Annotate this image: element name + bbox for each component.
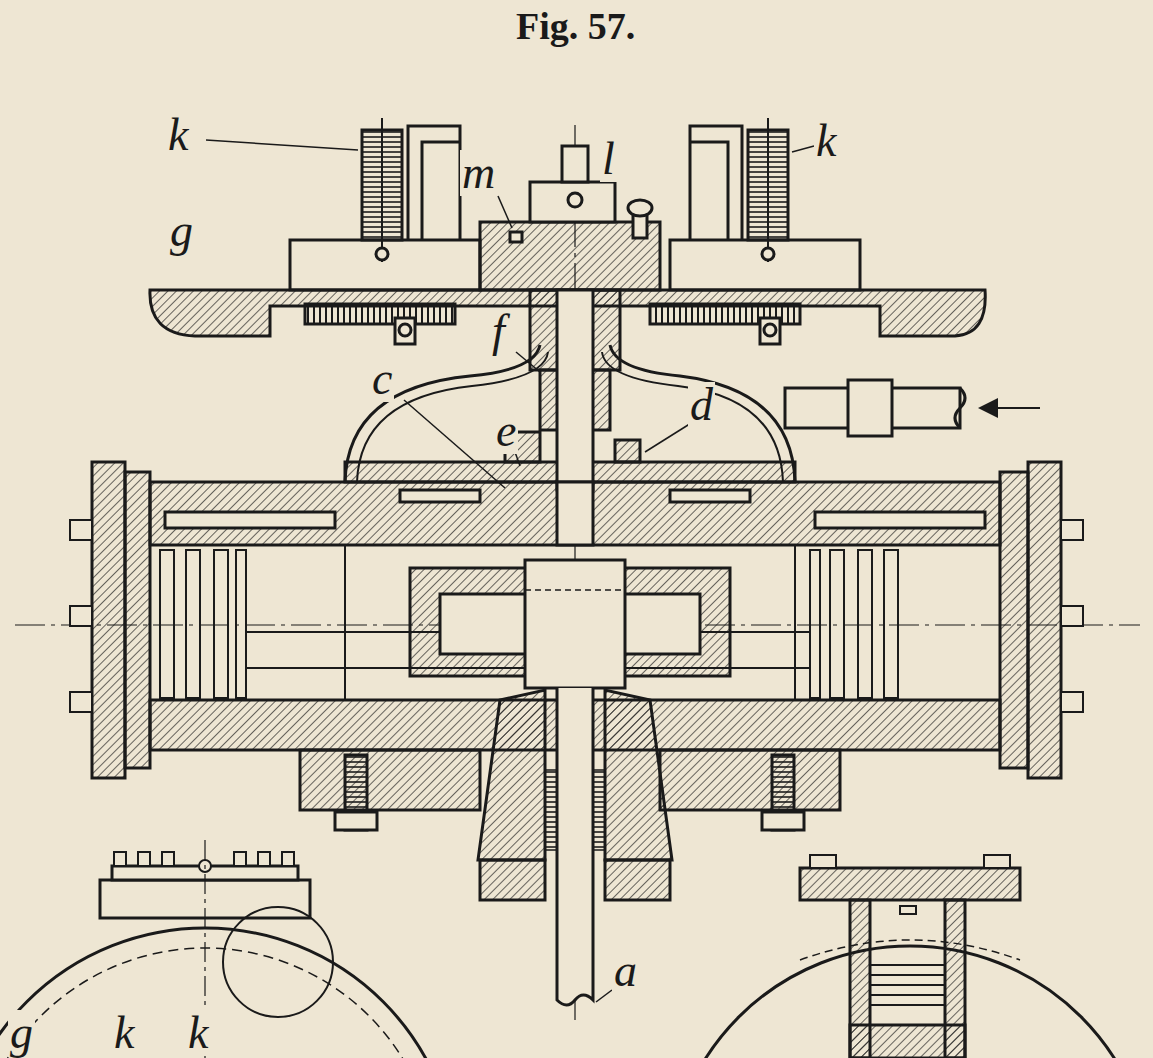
- spring-rod: [767, 118, 769, 262]
- drawing-lines: [0, 118, 1152, 1058]
- cover-plate: [800, 868, 1020, 900]
- gland: [605, 860, 670, 900]
- key: [510, 232, 522, 242]
- part-letter: l: [600, 136, 617, 182]
- nut: [335, 812, 377, 830]
- pipe-break: [955, 388, 965, 428]
- part-letter: k: [814, 118, 838, 164]
- steam-port: [670, 490, 750, 502]
- cylinder-cover: [1028, 462, 1061, 778]
- pipe-sleeve: [848, 380, 892, 436]
- gland: [480, 860, 545, 900]
- base: [660, 750, 840, 810]
- cylinder-flange: [1000, 472, 1028, 768]
- figure-title: Fig. 57.: [516, 6, 635, 48]
- end-view: [668, 946, 1152, 1058]
- hidden-edge: [800, 940, 1020, 960]
- valve-block: [615, 440, 640, 462]
- part-letter: a: [612, 948, 639, 994]
- part-letter: e: [494, 408, 518, 454]
- shaft-end: [562, 146, 588, 182]
- part-letter: k: [186, 1010, 210, 1056]
- bracket: [690, 126, 742, 240]
- guide-wall: [794, 545, 796, 700]
- steam-port: [815, 512, 985, 528]
- bracket: [408, 126, 460, 240]
- gear-pin: [399, 324, 411, 336]
- part-letter: k: [166, 112, 190, 158]
- packing: [593, 770, 605, 850]
- spring-pin: [762, 248, 774, 260]
- spring-base: [290, 240, 480, 290]
- gear-pin: [764, 324, 776, 336]
- gear-rack: [305, 304, 455, 324]
- shaft: [557, 290, 593, 490]
- spring-base: [670, 240, 860, 290]
- guide-wall: [344, 545, 346, 700]
- pin-head: [628, 200, 652, 216]
- end-view: [0, 948, 437, 1058]
- port-circle: [223, 907, 333, 1017]
- cylinder-flange: [125, 472, 150, 768]
- stuffing-box: [478, 690, 545, 860]
- shaft: [557, 688, 593, 1005]
- crank-block: [525, 560, 625, 688]
- spring-rod: [381, 118, 383, 262]
- cylinder-cover: [92, 462, 125, 778]
- part-letter: d: [688, 382, 715, 428]
- shaft: [557, 482, 593, 545]
- spring-pin: [376, 248, 388, 260]
- piston: [160, 550, 246, 698]
- cylinder-top-wall: [150, 482, 1000, 545]
- collar: [530, 182, 615, 222]
- gear-pin: [760, 318, 780, 344]
- collar-pin: [568, 193, 582, 207]
- steam-port: [400, 490, 480, 502]
- part-letter: k: [112, 1010, 136, 1056]
- packing: [545, 770, 557, 850]
- base: [300, 750, 480, 810]
- slot: [900, 906, 916, 914]
- part-letter: f: [490, 308, 507, 354]
- part-letter: g: [168, 208, 195, 254]
- part-letter: m: [460, 150, 497, 196]
- steam-port: [165, 512, 335, 528]
- valve-plates: [870, 965, 945, 1005]
- part-letter: c: [370, 356, 394, 402]
- gear-pin: [395, 318, 415, 344]
- part-letter: g: [8, 1010, 35, 1056]
- leader-lines: [206, 140, 814, 1002]
- bolts: [70, 520, 1083, 712]
- flow-arrow: [980, 407, 1040, 409]
- bolts: [810, 855, 1010, 868]
- end-view: [0, 928, 457, 1058]
- nut: [762, 812, 804, 830]
- crank-pin: [525, 589, 625, 591]
- piston: [810, 550, 898, 698]
- chest-base: [850, 1025, 965, 1058]
- stuffing-box: [605, 690, 672, 860]
